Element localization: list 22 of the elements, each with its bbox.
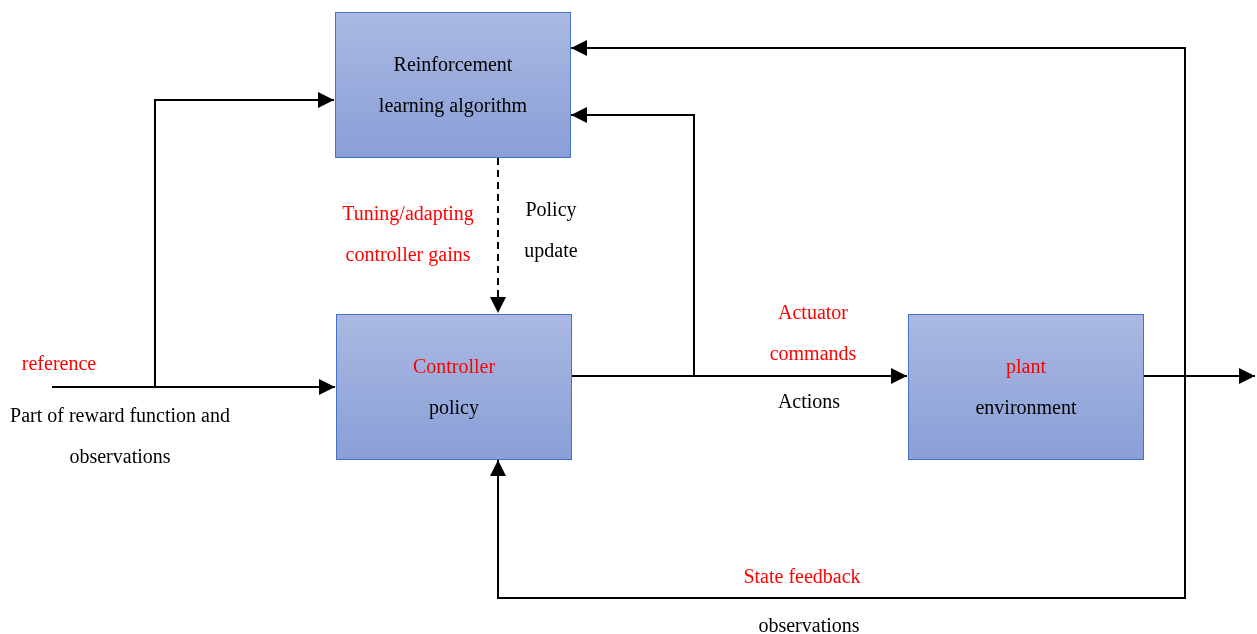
box-title: Controller xyxy=(412,354,496,379)
annotation-text: Actuator commands xyxy=(768,300,858,366)
arrow xyxy=(570,40,1186,377)
box-title: plant xyxy=(1006,354,1046,380)
annotation-text: Actions xyxy=(776,389,842,414)
arrow xyxy=(490,375,1186,599)
input-label: reference xyxy=(20,351,98,376)
process-box xyxy=(336,314,572,460)
input-label: Part of reward function and observations xyxy=(9,403,231,469)
annotation-text: Tuning/adapting controller gains xyxy=(341,201,475,268)
process-box xyxy=(335,12,571,158)
box-subtitle: policy xyxy=(429,395,479,421)
annotation-text: Policy update xyxy=(523,197,579,264)
box-subtitle: environment xyxy=(975,395,1077,420)
arrow xyxy=(570,107,695,377)
process-box xyxy=(908,314,1144,460)
annotation-text: State feedback xyxy=(742,564,862,589)
arrow xyxy=(51,379,336,395)
arrow xyxy=(490,157,506,314)
arrow xyxy=(154,92,335,388)
box-title: Reinforcement learning algorithm xyxy=(377,52,529,119)
annotation-text: observations xyxy=(757,613,861,634)
